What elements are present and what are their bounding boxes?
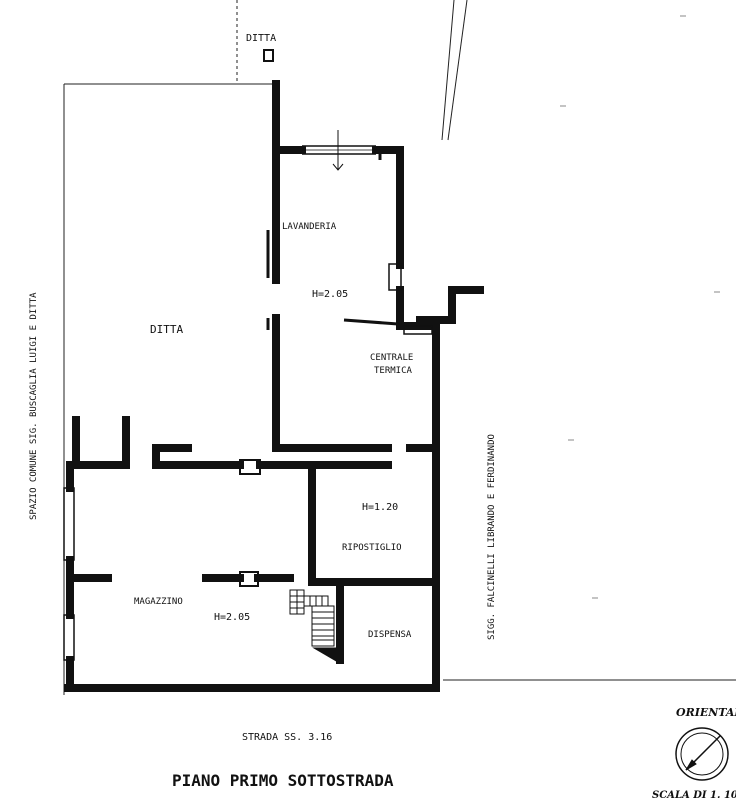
label-ripostiglio: RIPOSTIGLIO [342, 543, 402, 553]
label-dispensa: DISPENSA [368, 630, 412, 640]
label-ditta-main: DITTA [150, 323, 183, 336]
label-scala: SCALA DI 1. 10 [652, 790, 736, 800]
ditta-marker [263, 49, 274, 62]
edge-ticks [560, 15, 720, 599]
label-strada: STRADA SS. 3.16 [242, 732, 332, 743]
staircase [289, 589, 339, 663]
label-ditta-top: DITTA [246, 33, 276, 44]
wall-details [63, 150, 433, 661]
walls [64, 80, 484, 692]
label-spazio-comune: SPAZIO COMUNE SIG. BUSCAGLIA LUIGI E DIT… [29, 292, 39, 520]
label-magazzino: MAGAZZINO [134, 597, 183, 607]
label-orientamento: ORIENTAMEN [676, 706, 736, 719]
label-centrale: CENTRALE [370, 353, 413, 363]
lavanderia-window [302, 130, 376, 171]
label-h-ripostiglio: H=1.20 [362, 502, 398, 513]
label-termica: TERMICA [374, 366, 413, 376]
site-boundary [63, 0, 736, 695]
compass-icon [675, 727, 729, 781]
plan-title: PIANO PRIMO SOTTOSTRADA [172, 771, 394, 790]
label-lavanderia: LAVANDERIA [282, 222, 337, 232]
label-h-magazzino: H=2.05 [214, 612, 250, 623]
label-h-lavanderia: H=2.05 [312, 289, 348, 300]
label-falcinelli: SIGG. FALCINELLI LIBRANDO E FERDINANDO [487, 434, 497, 640]
